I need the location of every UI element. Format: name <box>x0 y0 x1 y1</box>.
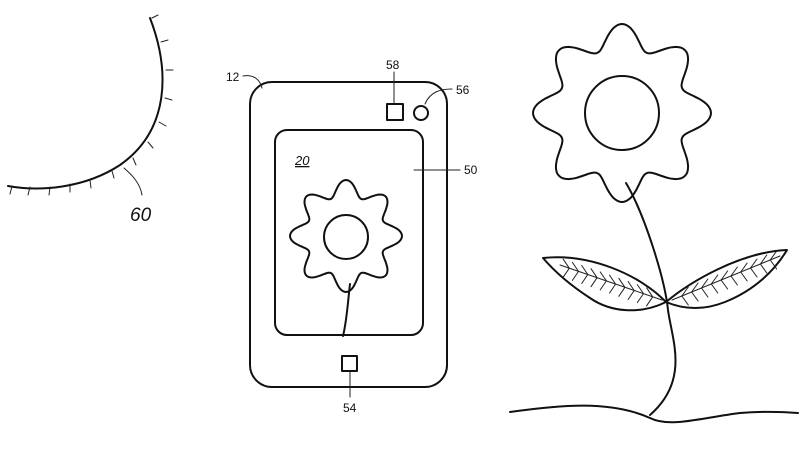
screen-flower-stem <box>342 283 351 337</box>
leaf-vein <box>730 266 738 277</box>
screen-flower-center <box>323 214 369 260</box>
flower-plant-drawing <box>509 23 799 424</box>
leaf-vein <box>609 274 617 285</box>
leaf-vein <box>740 262 748 273</box>
leaf-vein <box>562 267 570 278</box>
sun-ray <box>132 157 137 166</box>
leaf-midrib <box>671 255 781 301</box>
leaf-vein <box>740 271 748 282</box>
leaf-vein <box>618 286 626 297</box>
leaf-vein <box>750 258 758 269</box>
sun-arc <box>7 17 164 190</box>
leaf-vein <box>720 270 729 281</box>
camera-label: 56 <box>456 83 470 97</box>
left-leaf-veins <box>559 258 663 307</box>
device-leader <box>242 75 263 89</box>
sun-ray <box>48 186 51 196</box>
leaf-vein <box>562 258 570 269</box>
sun-ray <box>9 185 13 195</box>
leaf-vein <box>646 287 654 298</box>
leaf-vein <box>636 284 644 295</box>
sun-rays <box>9 14 174 196</box>
leaf-vein <box>681 295 689 306</box>
screen-flower-head <box>289 179 403 293</box>
sun-ray <box>158 121 167 127</box>
leaf-vein <box>701 287 709 298</box>
leaf-vein <box>759 254 768 265</box>
leaf-vein <box>730 275 738 286</box>
device-label: 12 <box>226 70 240 84</box>
leaf-vein <box>636 293 644 304</box>
button-bottom-label: 54 <box>343 401 357 415</box>
leaf-vein <box>627 290 635 300</box>
leaf-vein <box>581 274 589 284</box>
screen-label: 50 <box>464 163 478 177</box>
button-top-label: 58 <box>386 58 400 72</box>
leaf-vein <box>571 261 579 272</box>
sun-ray <box>89 179 92 189</box>
leaf-vein <box>590 277 598 288</box>
square-button-icon <box>341 355 358 372</box>
leaf-vein <box>581 265 589 275</box>
leaf-vein <box>750 267 758 278</box>
leaf-vein <box>701 278 709 289</box>
camera-lens-icon <box>413 105 429 121</box>
right-leaf-veins <box>671 250 781 306</box>
plant-flower-center <box>584 75 660 151</box>
image-label: 20 <box>294 153 310 168</box>
plant-stem <box>625 182 677 416</box>
leaf-vein <box>691 291 699 302</box>
sun-ray <box>151 14 159 19</box>
ground-line <box>509 404 799 424</box>
plant-flower-head <box>532 23 712 203</box>
sun-leader-line <box>123 167 143 196</box>
sun-ray <box>160 39 169 43</box>
leaf-midrib <box>559 264 663 301</box>
leaf-vein <box>609 283 617 294</box>
leaf-vein <box>681 286 689 297</box>
leaf-vein <box>710 283 719 294</box>
sun-ray <box>111 170 115 179</box>
leaf-vein <box>769 250 778 261</box>
sun-drawing: 60 <box>7 14 174 226</box>
leaf-vein <box>571 270 579 281</box>
sun-ray <box>164 97 173 101</box>
sun-label: 60 <box>130 205 152 226</box>
camera-leader <box>424 88 453 105</box>
leaf-vein <box>599 271 607 282</box>
leaf-vein <box>710 274 719 285</box>
right-leaf <box>665 249 788 309</box>
device-screen <box>274 129 424 336</box>
leaf-vein <box>759 263 768 274</box>
mobile-device-drawing: 58 56 12 50 20 54 <box>226 58 478 415</box>
leaf-vein <box>627 281 635 291</box>
device-body <box>249 81 448 388</box>
leaf-vein <box>646 296 654 307</box>
left-leaf <box>542 256 667 312</box>
leaf-vein <box>590 268 598 279</box>
leaf-vein <box>769 259 778 270</box>
leaf-vein <box>599 280 607 291</box>
leaf-vein <box>691 282 699 293</box>
square-button-icon <box>386 103 404 121</box>
leaf-vein <box>720 279 729 290</box>
sun-ray <box>147 141 154 149</box>
sun-ray <box>27 186 31 196</box>
leaf-vein <box>618 277 626 288</box>
